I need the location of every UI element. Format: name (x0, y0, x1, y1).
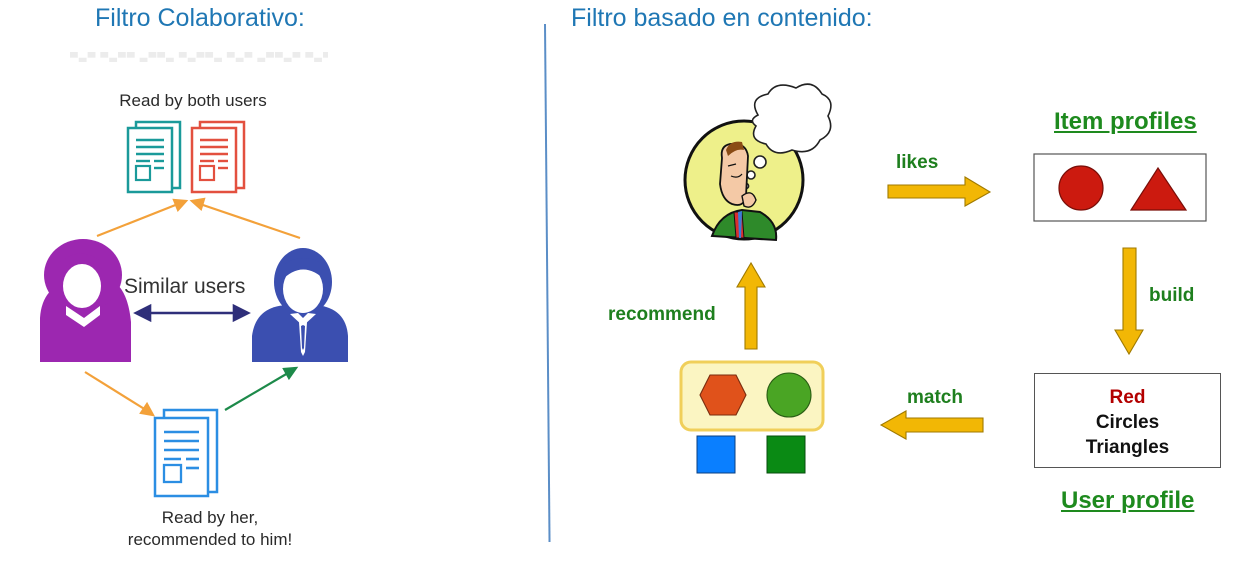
user-profile-circles: Circles (1095, 412, 1160, 433)
similar-users-arrow (133, 303, 251, 323)
document-red-icon (190, 120, 246, 194)
match-label: match (907, 387, 963, 408)
build-arrow (1114, 247, 1144, 356)
users-to-doc-arrows (84, 197, 301, 417)
user-profile-triangles: Triangles (1085, 437, 1170, 458)
faded-strip: ▀▄▀ ▀▄▀▀ ▄▀▀▄ ▀▄▀▀▄ ▀▄▀ ▄▀▀▄▀ ▀▄▀▀▄▀ (70, 52, 328, 62)
user-profile-heading: User profile (1061, 487, 1195, 514)
match-arrow (879, 410, 984, 440)
item-profiles-heading: Item profiles (1054, 108, 1197, 135)
recommend-label: recommend (608, 304, 716, 325)
similar-users-label: Similar users (124, 275, 246, 298)
document-blue-icon (153, 408, 219, 498)
green-circle-shape (766, 372, 812, 418)
recommend-arrow (736, 261, 766, 350)
item-profiles-box (1033, 153, 1207, 222)
thought-cloud-icon (742, 83, 832, 190)
green-square-shape (766, 435, 806, 474)
orange-hexagon-shape (699, 374, 747, 416)
collaborative-filter-title: Filtro Colaborativo: (95, 4, 305, 32)
male-user-icon (252, 248, 348, 362)
user-profile-red: Red (1109, 387, 1146, 408)
recommend-to-him-arrow (224, 366, 299, 411)
female-user-icon (40, 239, 131, 362)
blue-square-shape (696, 435, 736, 474)
read-by-her-caption: Read by her, (161, 508, 259, 527)
read-by-both-caption: Read by both users (119, 91, 267, 110)
recommended-items-box (679, 360, 825, 432)
thinking-person-icon (683, 83, 832, 242)
likes-label: likes (896, 152, 939, 173)
likes-arrow (887, 176, 992, 207)
build-label: build (1149, 285, 1195, 306)
recommended-to-him-caption: recommended to him! (127, 530, 293, 549)
user-profile-box: Red Circles Triangles (1034, 373, 1221, 468)
document-teal-icon (126, 120, 182, 194)
red-triangle-shape (1129, 166, 1188, 211)
content-based-filter-title: Filtro basado en contenido: (571, 4, 873, 32)
red-circle-shape (1058, 165, 1104, 211)
